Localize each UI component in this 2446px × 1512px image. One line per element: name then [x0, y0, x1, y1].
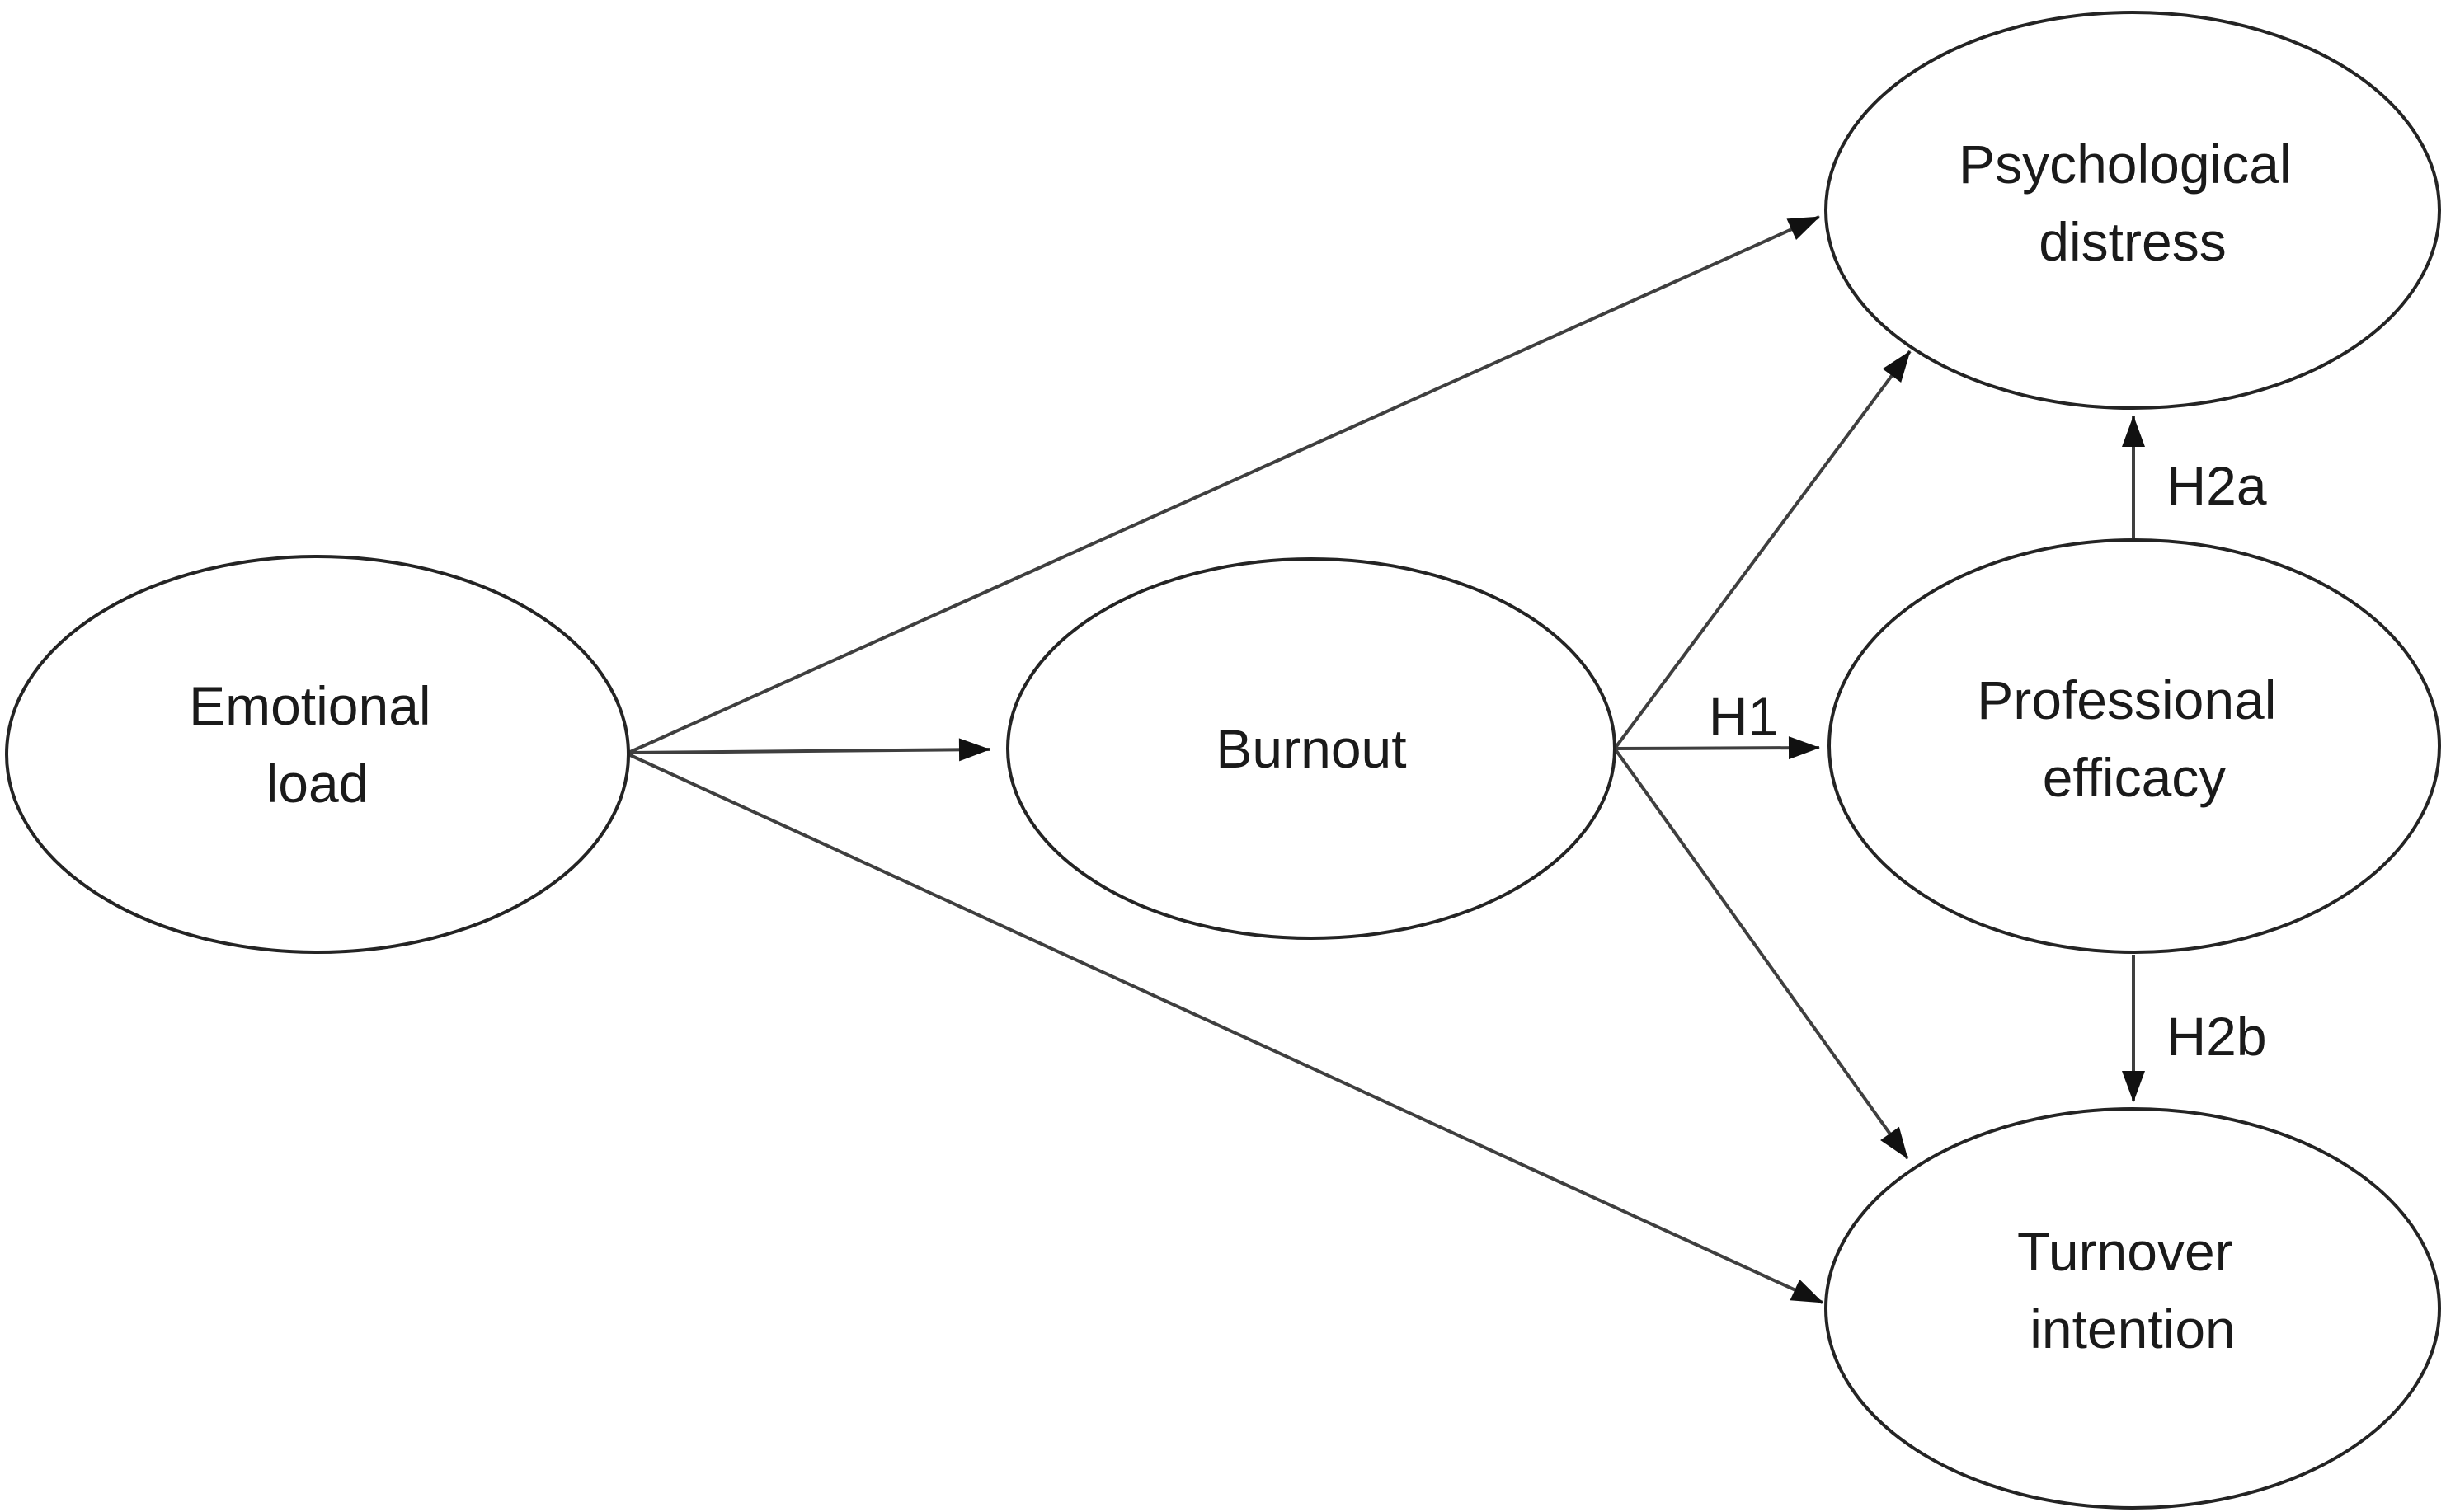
node-label-line: distress	[2039, 211, 2226, 272]
edge-label-h2b: H2b	[2166, 1006, 2266, 1067]
node-psychological-distress: Psychological distress	[1824, 11, 2441, 410]
ellipse-psychological-distress	[1824, 11, 2441, 410]
node-label-line: intention	[2030, 1298, 2236, 1359]
ellipse-emotional-load	[5, 555, 630, 954]
node-label-line: efficacy	[2043, 747, 2227, 808]
arrow-burnout-to-turnover-intention	[1613, 747, 1909, 1160]
label-psychological-distress: Psychological distress	[1959, 134, 2307, 272]
arrow-burnout-to-psychological-distress	[1613, 350, 1912, 750]
node-turnover-intention: Turnover intention	[1824, 1107, 2441, 1510]
node-label-line: Emotional	[189, 675, 431, 736]
node-burnout: Burnout	[1006, 557, 1616, 940]
node-emotional-load: Emotional load	[5, 555, 630, 954]
arrow-burnout-to-professional-efficacy	[1614, 736, 1820, 760]
node-label-line: Burnout	[1216, 718, 1406, 779]
ellipse-turnover-intention	[1824, 1107, 2441, 1510]
edges	[628, 215, 2145, 1304]
arrow-emotional-load-to-psychological-distress	[628, 215, 1820, 754]
node-professional-efficacy: Professional efficacy	[1827, 538, 2441, 954]
edge-label-h1: H1	[1709, 686, 1778, 747]
node-label-line: Psychological	[1959, 134, 2292, 195]
edge-labels: H1 H2a H2b	[1709, 455, 2267, 1067]
label-turnover-intention: Turnover intention	[2017, 1221, 2248, 1359]
label-burnout: Burnout	[1216, 718, 1406, 779]
edge-label-h2a: H2a	[2166, 455, 2266, 516]
label-professional-efficacy: Professional efficacy	[1977, 669, 2292, 808]
label-emotional-load: Emotional load	[189, 675, 446, 814]
arrow-emotional-load-to-turnover-intention	[628, 753, 1823, 1304]
ellipse-professional-efficacy	[1827, 538, 2441, 954]
node-label-line: load	[266, 753, 369, 814]
ellipse-burnout	[1006, 557, 1616, 940]
node-label-line: Professional	[1977, 669, 2276, 730]
node-label-line: Turnover	[2017, 1221, 2233, 1282]
arrow-emotional-load-to-burnout	[628, 738, 990, 762]
